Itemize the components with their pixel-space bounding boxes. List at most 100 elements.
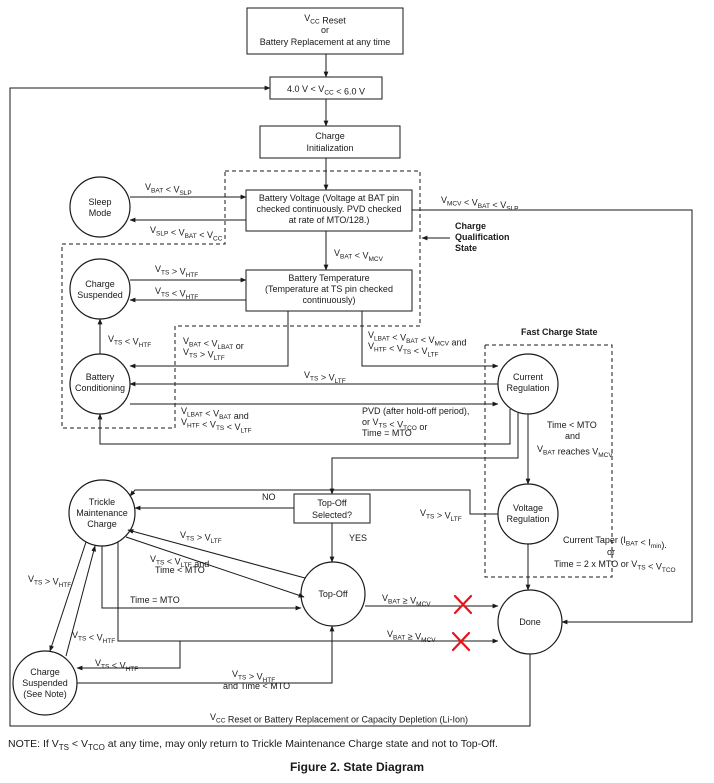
label-vts-gt-vhtf-3: VTS > VHTF (232, 669, 275, 684)
charge-qualification-line-3: State (455, 243, 477, 253)
label-vts-gt-vhtf-2: VTS > VHTF (28, 574, 71, 589)
arrow-temp-to-conditioning (129, 311, 289, 369)
label-vts-lt-vhtf-2: VTS < VHTF (108, 334, 151, 349)
voltage-regulation-line-2: Regulation (506, 514, 549, 524)
battery-voltage-box: Battery Voltage (Voltage at BAT pin chec… (245, 189, 413, 232)
arrow-topoff-to-suspended-note (76, 641, 181, 671)
label-no: NO (262, 492, 276, 502)
charge-suspended-note-line-3: (See Note) (23, 689, 67, 699)
arrow-voltage-reg-to-trickle (129, 489, 498, 515)
battery-conditioning-line-2: Conditioning (75, 383, 125, 393)
label-vslp-lt-vbat-lt-vcc: VSLP < VBAT < VCC (150, 225, 223, 243)
voltage-regulation-line-1: Voltage (513, 503, 543, 513)
cross-mark-2 (451, 631, 471, 652)
cross-mark-1 (453, 594, 473, 615)
battery-conditioning-line-1: Battery (86, 372, 115, 382)
label-vts-gt-vltf-3: VTS > VLTF (180, 530, 222, 545)
note-sub-1: TS (58, 743, 69, 753)
done-label: Done (519, 617, 541, 627)
charge-init-line-2: Initialization (306, 143, 353, 153)
label-vbat-lt-vslp: VBAT < VSLP (145, 182, 192, 197)
label-cr-cond-2: VHTF < VTS < VLTF (368, 341, 439, 359)
trickle-maintenance-state: Trickle Maintenance Charge (68, 479, 136, 547)
battery-voltage-line-3: at rate of MTO/128.) (289, 215, 370, 225)
label-cr2-cond-2: VHTF < VTS < VLTF (181, 417, 252, 435)
label-vts-lt-vltf-and: VTS < VLTF and (150, 554, 209, 569)
arrow-trickle-to-suspended-note (49, 541, 87, 652)
label-pvd-1: PVD (after hold-off period), (362, 406, 469, 416)
charge-qualification-region (61, 170, 421, 429)
topoff-state: Top-Off (300, 561, 366, 627)
note-prefix: NOTE: If V (8, 738, 59, 750)
battery-temp-line-3: continuously) (302, 295, 355, 305)
arrow-current-to-conditioning-loop (97, 409, 511, 445)
label-vts-lt-vhtf-3: VTS < VHTF (72, 630, 115, 645)
label-taper-3: Time = 2 x MTO or VTS < VTCO (554, 559, 676, 574)
label-time-mto-2: and (565, 431, 580, 441)
current-regulation-line-1: Current (513, 372, 544, 382)
arrow-suspended-note-to-topoff (77, 625, 335, 684)
label-pvd-2: or VTS < VTCO or (362, 417, 427, 432)
topoff-selected-box: Top-Off Selected? (293, 493, 371, 524)
sleep-mode-state: Sleep Mode (69, 176, 131, 238)
topoff-label: Top-Off (318, 589, 348, 599)
reset-line-1: VCC Reset (304, 13, 346, 26)
battery-conditioning-state: Battery Conditioning (69, 353, 131, 415)
voltage-regulation-state: Voltage Regulation (497, 483, 559, 545)
charge-suspended-line-1: Charge (85, 279, 115, 289)
battery-temp-line-1: Battery Temperature (288, 273, 369, 283)
charge-initialization-box: Charge Initialization (259, 125, 401, 159)
trickle-line-1: Trickle (89, 497, 115, 507)
reset-box: VCC Reset or Battery Replacement at any … (246, 7, 404, 55)
label-bc-cond-1: VBAT < VLBAT or (183, 336, 244, 351)
topoff-selected-line-2: Selected? (312, 510, 352, 520)
arrow-temp-to-current (361, 311, 499, 369)
sleep-line-2: Mode (89, 208, 112, 218)
battery-temperature-box: Battery Temperature (Temperature at TS p… (245, 269, 413, 312)
topoff-selected-line-1: Top-Off (317, 498, 347, 508)
arrow-current-to-topoff-selected (329, 413, 519, 495)
charge-init-line-1: Charge (315, 131, 345, 141)
label-time-lt-mto: Time < MTO (155, 565, 205, 575)
arrow-trickle-to-topoff (125, 536, 305, 598)
charge-suspended-note-line-1: Charge (30, 667, 60, 677)
arrow-trickle-to-done (117, 542, 499, 644)
label-bottom: VCC Reset or Battery Replacement or Capa… (210, 712, 468, 725)
sleep-line-1: Sleep (88, 197, 111, 207)
label-bc-cond-2: VTS > VLTF (183, 347, 225, 362)
fast-charge-label: Fast Charge State (521, 327, 598, 337)
label-taper-1: Current Taper (IBAT < Imin). (563, 535, 667, 550)
note-suffix: at any time, may only return to Trickle … (104, 738, 498, 750)
reset-line-3: Battery Replacement at any time (260, 37, 391, 47)
current-regulation-state: Current Regulation (497, 353, 559, 415)
trickle-line-2: Maintenance (76, 508, 128, 518)
arrow-done-to-vcc (9, 85, 531, 727)
arrow-voltage-to-done (412, 209, 693, 625)
charge-suspended-state: Charge Suspended (69, 258, 131, 320)
label-cr2-cond-1: VLBAT < VBAT and (181, 406, 249, 421)
reset-line-2: or (321, 25, 329, 35)
arrow-suspended-note-to-trickle (65, 545, 96, 657)
label-vmcv-lt-vbat-lt-vslp: VMCV < VBAT < VSLP (441, 195, 519, 213)
label-vbat-ge-vmcv-2: VBAT ≥ VMCV (387, 629, 436, 644)
fast-charge-region (484, 344, 613, 578)
battery-voltage-line-2: checked continuously. PVD checked (257, 204, 402, 214)
current-regulation-line-2: Regulation (506, 383, 549, 393)
label-time-mto-3: VBAT reaches VMCV (537, 444, 613, 459)
done-state: Done (497, 589, 563, 655)
arrow-topoff-to-trickle (127, 529, 306, 579)
vcc-range-box: 4.0 V < VCC < 6.0 V (269, 76, 383, 100)
label-vts-gt-vltf-2: VTS > VLTF (420, 508, 462, 523)
battery-voltage-line-1: Battery Voltage (Voltage at BAT pin (259, 193, 399, 203)
charge-suspended-note-line-2: Suspended (22, 678, 68, 688)
label-vts-gt-vltf-1: VTS > VLTF (304, 370, 346, 385)
label-vbat-lt-vmcv: VBAT < VMCV (334, 248, 384, 263)
state-diagram: VCC Reset or Battery Replacement at any … (9, 7, 693, 727)
vcc-range-label: 4.0 V < VCC < 6.0 V (287, 84, 365, 97)
note: NOTE: If VTS < VTCO at any time, may onl… (8, 738, 498, 752)
battery-temp-line-2: (Temperature at TS pin checked (265, 284, 393, 294)
note-sub-2: TCO (87, 743, 105, 753)
label-taper-2: or (607, 547, 615, 557)
label-pvd-3: Time = MTO (362, 428, 412, 438)
figure-caption: Figure 2. State Diagram (289, 760, 425, 774)
